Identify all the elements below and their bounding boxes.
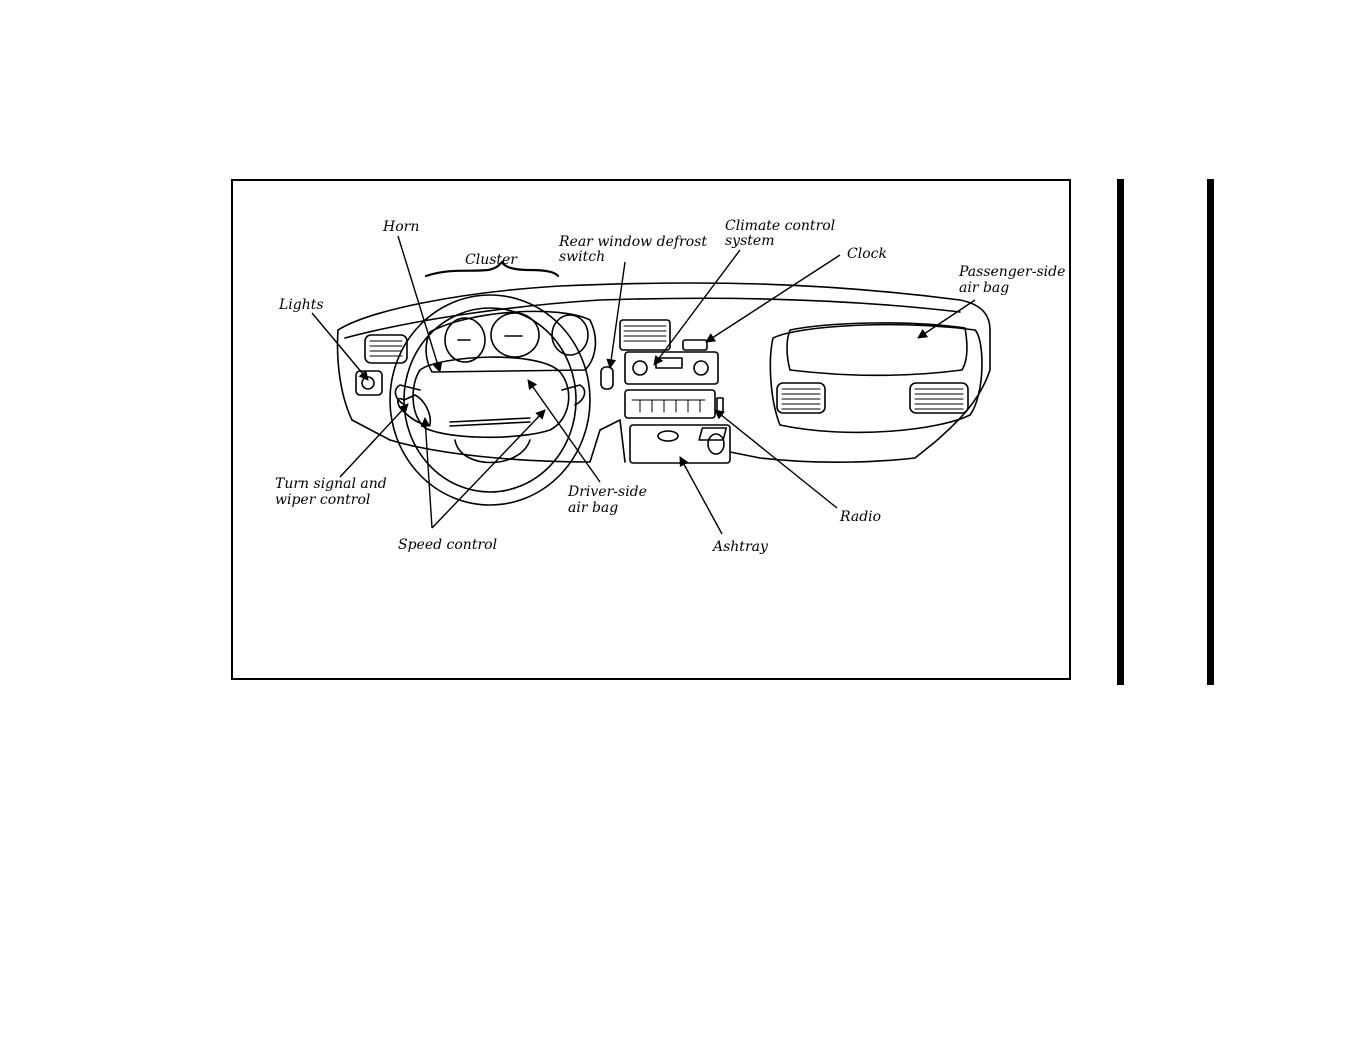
leader-speed-control-b bbox=[432, 410, 545, 528]
label-radio: Radio bbox=[839, 509, 881, 525]
left-vent bbox=[365, 335, 407, 363]
label-clock: Clock bbox=[847, 246, 887, 262]
leader-rear-defrost bbox=[610, 262, 625, 368]
steering-wheel bbox=[390, 295, 590, 505]
label-cluster: Cluster bbox=[465, 252, 518, 268]
light-switch bbox=[356, 371, 382, 395]
label-passenger-airbag-line1: Passenger-side bbox=[958, 264, 1065, 280]
clock-display bbox=[683, 340, 707, 350]
dash-top-inner bbox=[345, 298, 960, 338]
center-vent bbox=[620, 320, 670, 350]
rear-defrost-switch-body bbox=[601, 367, 613, 389]
leader-radio bbox=[715, 410, 837, 508]
label-lights: Lights bbox=[278, 297, 324, 313]
leader-lights bbox=[312, 313, 368, 380]
label-horn: Horn bbox=[382, 219, 419, 235]
label-driver-airbag-line1: Driver-side bbox=[567, 484, 647, 500]
cluster-hood bbox=[426, 311, 595, 372]
passenger-airbag-door bbox=[787, 323, 967, 375]
leader-climate bbox=[654, 250, 740, 365]
label-driver-airbag-line2: air bag bbox=[568, 500, 618, 516]
label-rear-defrost-line1: Rear window defrost bbox=[558, 234, 707, 250]
radio-panel bbox=[625, 390, 715, 418]
label-rear-defrost-line2: switch bbox=[559, 249, 605, 265]
leader-horn bbox=[398, 236, 440, 372]
glovebox-outline bbox=[770, 325, 982, 433]
leader-ashtray bbox=[680, 457, 722, 534]
label-ashtray: Ashtray bbox=[711, 539, 769, 555]
label-passenger-airbag-line2: air bag bbox=[959, 280, 1009, 296]
label-climate-line1: Climate control bbox=[725, 218, 835, 234]
leader-speed-control-a bbox=[425, 418, 432, 528]
dashboard-illustration bbox=[338, 262, 990, 505]
label-turn-signal-line2: wiper control bbox=[275, 492, 370, 508]
label-climate-line2: system bbox=[725, 233, 774, 249]
label-turn-signal-line1: Turn signal and bbox=[275, 476, 387, 492]
label-speed-control: Speed control bbox=[398, 537, 497, 553]
